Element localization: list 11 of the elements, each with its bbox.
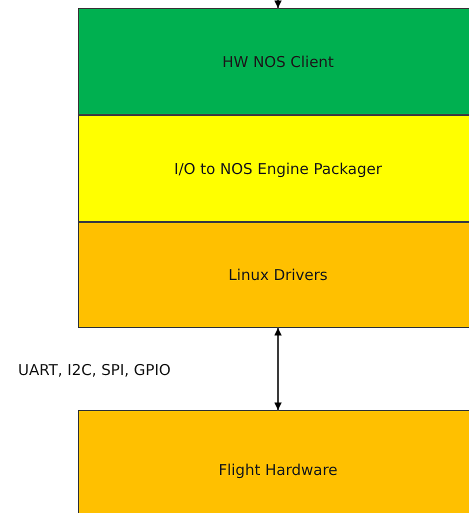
layer-label: I/O to NOS Engine Packager [174, 160, 382, 178]
arrow [274, 328, 282, 410]
bus-label: UART, I2C, SPI, GPIO [18, 361, 171, 379]
layer-box [78, 115, 469, 222]
layer-box [78, 8, 469, 115]
arrow [274, 0, 282, 8]
layer-box [78, 222, 469, 328]
layer-label: HW NOS Client [222, 52, 334, 70]
layer-label: Linux Drivers [228, 266, 328, 284]
layer-label: Flight Hardware [218, 461, 338, 479]
layer-box [78, 410, 469, 513]
